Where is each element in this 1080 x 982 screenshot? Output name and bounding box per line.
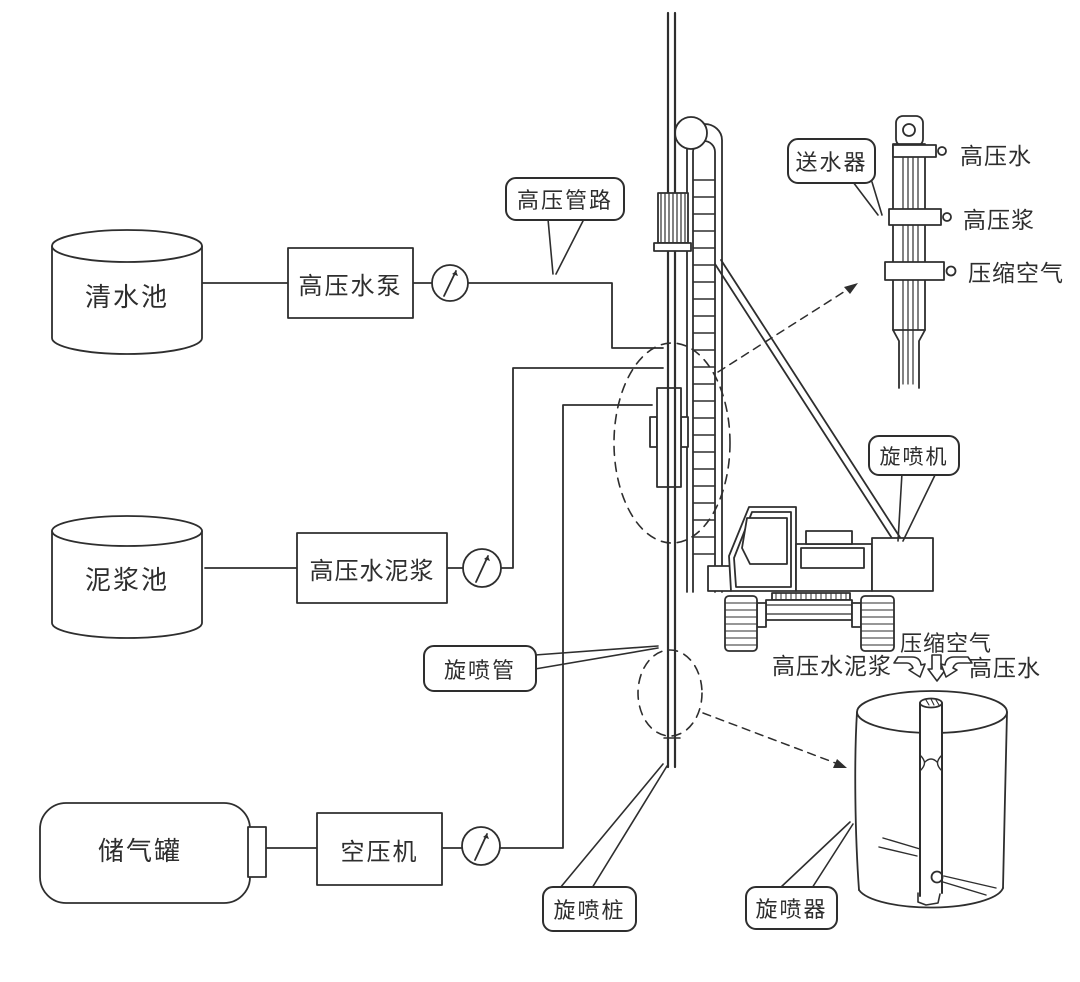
clear-water-tank <box>51 229 203 355</box>
water-feeder-detail <box>884 115 957 389</box>
callout-water-feeder: 送水器 <box>787 138 876 184</box>
feeder-port-slurry-label: 高压浆 <box>963 207 1035 233</box>
tank-water-label: 清水池 <box>84 281 169 312</box>
flow-down-arrows <box>893 654 973 682</box>
side-nozzle <box>930 870 944 884</box>
pipe-foot <box>917 892 941 906</box>
tail-jet-pipe <box>534 645 659 670</box>
mast-arm <box>707 565 732 592</box>
top-drive-block <box>653 192 692 252</box>
callout-jet-pile: 旋喷桩 <box>542 886 637 932</box>
compressor-label: 空压机 <box>340 838 419 866</box>
feeder-port-slurry <box>942 212 952 222</box>
slurry-pipeline <box>204 367 664 569</box>
rig-in-water-label: 高压水 <box>969 655 1041 681</box>
slurry-pump-label: 高压水泥浆 <box>309 557 435 585</box>
detail-ellipse-carriage <box>613 342 731 544</box>
rig-in-slurry-label: 高压水泥浆 <box>772 653 892 679</box>
cab-window <box>741 517 788 565</box>
water-flow-arrow <box>940 656 973 678</box>
air-pipeline <box>265 404 653 849</box>
callout-tails <box>534 181 937 889</box>
pressure-gauge-slurry <box>462 548 502 588</box>
detail-leader-nozzle <box>702 712 847 768</box>
rig-brace <box>714 259 904 547</box>
water-pipeline <box>201 282 664 349</box>
tank-slurry-label: 泥浆池 <box>84 564 169 595</box>
callout-jet-nozzle: 旋喷器 <box>745 886 838 930</box>
jet-column-detail <box>854 690 1008 909</box>
feeder-port-water <box>937 146 947 156</box>
water-pump-label: 高压水泵 <box>298 272 403 300</box>
mast <box>686 123 723 593</box>
track-frame <box>765 599 853 621</box>
detail-circle-pile <box>637 649 703 737</box>
jet-spray-left <box>878 837 921 857</box>
tail-jet-nozzle <box>779 821 854 889</box>
rig-in-air-label: 压缩空气 <box>899 631 992 656</box>
pressure-gauge-water <box>431 264 469 302</box>
slurry-flow-arrow <box>893 656 926 678</box>
pressure-gauge-air <box>461 826 501 866</box>
deck-box-top <box>805 530 853 545</box>
tail-water-feeder <box>852 181 883 216</box>
track-wheels <box>724 595 895 652</box>
tail-jet-pile <box>559 763 668 889</box>
callout-jet-pipe: 旋喷管 <box>423 645 537 692</box>
water-pump-box <box>287 247 414 319</box>
callout-pipeline: 高压管路 <box>505 177 625 221</box>
jet-monitor-pipe <box>878 697 997 906</box>
tail-pipeline <box>547 218 585 275</box>
callout-jet-machine: 旋喷机 <box>868 435 960 476</box>
feeder-port-air <box>945 265 957 277</box>
jet-spray-right <box>942 875 997 896</box>
feeder-port-water-label: 高压水 <box>960 143 1032 169</box>
tank-air-label: 储气罐 <box>97 835 182 866</box>
crawler-rig <box>707 506 934 652</box>
slurry-pump-box <box>296 532 448 604</box>
detail-leader-feeder <box>717 283 858 373</box>
compressor-box <box>316 812 443 886</box>
air-receiver-tank <box>39 802 267 904</box>
feeder-lug-hole <box>902 123 916 137</box>
drill-pipe <box>663 11 681 769</box>
mast-pulley <box>674 116 708 150</box>
tail-jet-machine <box>897 472 937 542</box>
deck-box <box>800 547 865 569</box>
slurry-tank <box>51 515 203 639</box>
air-flow-arrow <box>927 654 947 682</box>
engine-box <box>871 537 934 592</box>
feeder-port-air-label: 压缩空气 <box>968 260 1064 286</box>
